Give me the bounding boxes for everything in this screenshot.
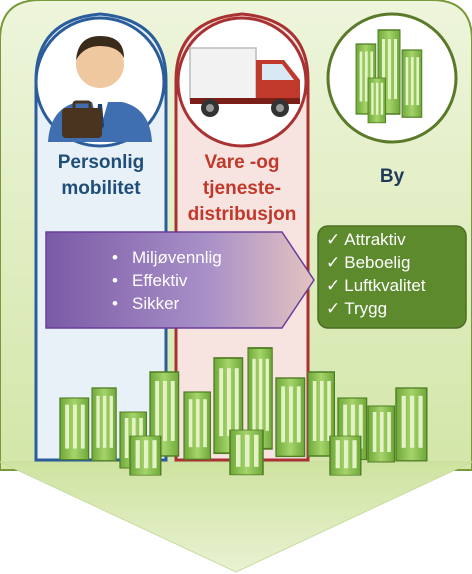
- arrow-bullet-item: Miljøvennlig: [112, 246, 282, 269]
- label-vare-distribusjon: Vare -og tjeneste- distribusjon: [176, 150, 308, 228]
- bottom-arrow: [0, 461, 472, 573]
- label-by: By: [379, 166, 405, 187]
- check-icon: ✓: [326, 253, 341, 272]
- checklist-item: ✓Attraktiv: [326, 228, 466, 251]
- checklist-label: Trygg: [344, 299, 388, 318]
- label-personlig-line2: mobilitet: [61, 178, 141, 199]
- checklist-label: Attraktiv: [344, 230, 406, 249]
- checklist: ✓Attraktiv ✓Beboelig ✓Luftkvalitet ✓Tryg…: [326, 228, 466, 320]
- truck-icon: [189, 47, 300, 117]
- green-box: [317, 225, 467, 329]
- checklist-item: ✓Trygg: [326, 297, 466, 320]
- label-vare-line3: distribusjon: [187, 204, 297, 225]
- check-icon: ✓: [326, 276, 341, 295]
- checklist-item: ✓Beboelig: [326, 251, 466, 274]
- arrow-bullet-item: Sikker: [112, 292, 282, 315]
- label-vare-line1: Vare -og: [204, 152, 280, 173]
- check-icon: ✓: [326, 230, 341, 249]
- arrow-bullet-list: Miljøvennlig Effektiv Sikker: [112, 246, 282, 315]
- checklist-label: Luftkvalitet: [344, 276, 426, 295]
- label-personlig-mobilitet: Personlig mobilitet: [36, 150, 166, 202]
- arrow-bullet-item: Effektiv: [112, 269, 282, 292]
- checklist-label: Beboelig: [344, 253, 411, 272]
- label-personlig-line1: Personlig: [57, 152, 145, 173]
- businessman-icon: [48, 36, 152, 142]
- check-icon: ✓: [326, 299, 341, 318]
- label-vare-line2: tjeneste-: [202, 178, 282, 199]
- checklist-item: ✓Luftkvalitet: [326, 274, 466, 297]
